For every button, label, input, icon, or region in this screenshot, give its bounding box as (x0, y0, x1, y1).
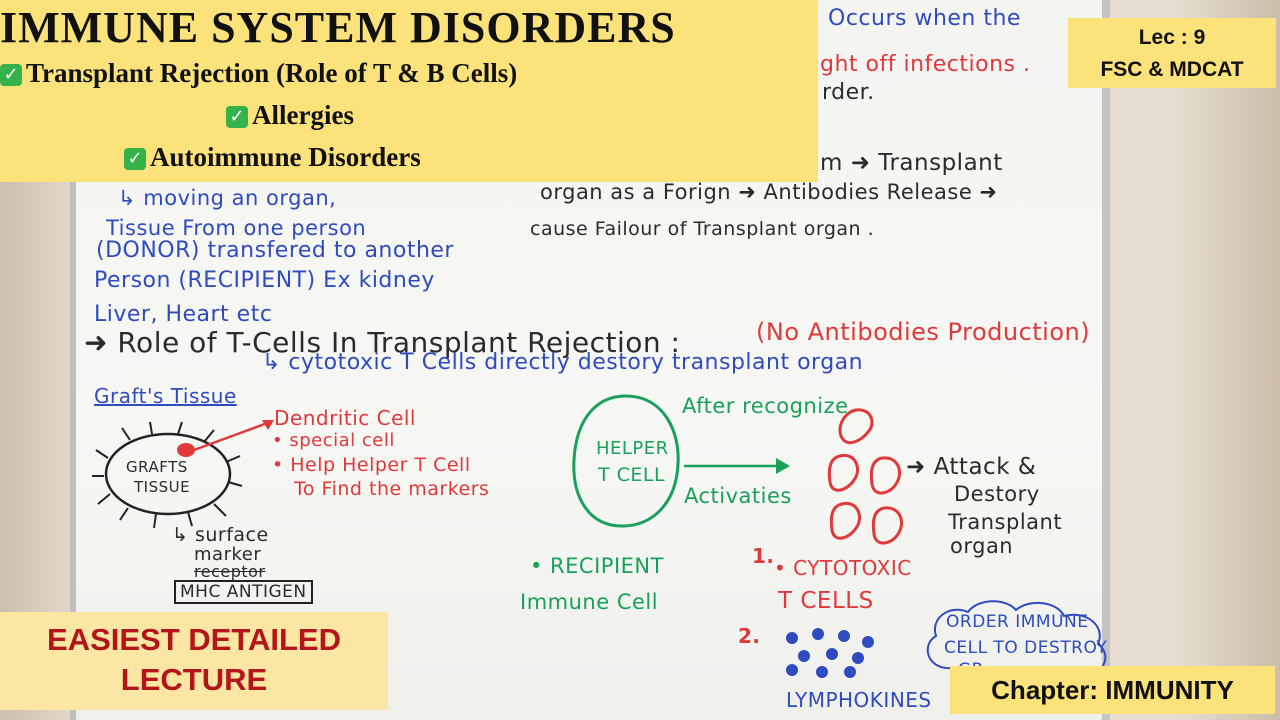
check-icon: ✓ (226, 106, 248, 128)
topic-autoimmune: ✓Autoimmune Disorders (124, 142, 421, 173)
text-after-recognize: After recognize (682, 394, 849, 418)
text-rejection-line3: cause Failour of Transplant organ . (530, 218, 875, 240)
text-cell-to-destroy: CELL TO DESTROY (944, 638, 1108, 658)
text-receptor: receptor (194, 562, 266, 581)
text-activaties: Activaties (684, 484, 792, 508)
chapter-badge: Chapter: IMMUNITY (950, 666, 1275, 714)
text-special-cell: • special cell (272, 430, 395, 451)
text-recipient: • RECIPIENT (530, 554, 664, 578)
text-organ: organ (950, 534, 1014, 558)
text-order: rder. (822, 80, 875, 105)
text-attack: ➜ Attack & (906, 454, 1037, 480)
text-t-cell: T CELL (598, 464, 666, 486)
text-mhc-antigen: MHC ANTIGEN (174, 580, 313, 604)
helper-t-cell-shape (572, 394, 680, 528)
text-number-2: 2. (738, 624, 761, 648)
text-grafts-cell1: GRAFTS (126, 458, 188, 476)
text-help-helper: • Help Helper T Cell (272, 454, 471, 476)
lecture-number: Lec : 9 (1138, 26, 1206, 49)
text-definition-line5: Liver, Heart etc (94, 302, 273, 327)
text-find-markers: To Find the markers (294, 478, 490, 500)
title-banner: IMMUNE SYSTEM DISORDERS ✓Transplant Reje… (0, 0, 818, 182)
lecture-badge: Lec : 9 FSC & MDCAT (1068, 18, 1276, 88)
check-icon: ✓ (0, 64, 22, 86)
text-lymphokines: LYMPHOKINES (786, 688, 932, 712)
easiest-lecture-badge: EASIEST DETAILED LECTURE (0, 612, 388, 710)
text-rejection-line2: organ as a Forign ➜ Antibodies Release ➜ (540, 180, 998, 204)
text-occurs-when: Occurs when the (828, 6, 1021, 31)
text-rejection-line1: m ➜ Transplant (820, 150, 1003, 176)
text-destory: Destory (954, 482, 1040, 506)
topic-label: Transplant Rejection (Role of T & B Cell… (26, 58, 518, 88)
text-transplant: Transplant (948, 510, 1063, 534)
easy-line2: LECTURE (120, 662, 268, 697)
cytotoxic-cells-cluster (827, 408, 903, 545)
text-helper: HELPER (596, 438, 669, 459)
topic-label: Autoimmune Disorders (150, 142, 421, 172)
text-definition-line3: (DONOR) transfered to another (96, 238, 454, 263)
graft-cell-diagram (92, 421, 243, 529)
text-t-cells: T CELLS (778, 588, 874, 614)
text-role-heading: ➜ Role of T-Cells In Transplant Rejectio… (84, 326, 681, 359)
text-order-immune: ORDER IMMUNE (946, 612, 1089, 632)
text-grafts-tissue-label: Graft's Tissue (94, 384, 237, 408)
text-definition-line4: Person (RECIPIENT) Ex kidney (94, 268, 435, 293)
topic-label: Allergies (252, 100, 354, 130)
text-definition-line2: Tissue From one person (106, 216, 367, 240)
course-label: FSC & MDCAT (1100, 58, 1244, 81)
text-surface: ↳ surface (172, 524, 269, 546)
dendritic-arrow (193, 420, 274, 452)
text-no-antibodies: (No Antibodies Production) (756, 318, 1091, 346)
text-fight-infections: ght off infections . (820, 52, 1031, 77)
text-cytotoxic-line: ↳ cytotoxic T Cells directly destory tra… (262, 350, 864, 375)
page-title: IMMUNE SYSTEM DISORDERS (0, 3, 676, 52)
text-cytotoxic: • CYTOTOXIC (774, 556, 912, 580)
text-number-1: 1. (752, 544, 775, 568)
text-definition-line1: ↳ moving an organ, (118, 186, 337, 210)
text-dendritic-cell: Dendritic Cell (274, 406, 416, 430)
text-immune-cell: Immune Cell (520, 590, 659, 614)
text-grafts-cell2: TISSUE (134, 478, 191, 496)
easy-line1: EASIEST DETAILED (47, 622, 341, 657)
check-icon: ✓ (124, 148, 146, 170)
order-cloud (926, 600, 1107, 678)
text-marker: marker (194, 544, 262, 565)
topic-transplant-rejection: ✓Transplant Rejection (Role of T & B Cel… (0, 58, 517, 89)
activation-arrow (684, 458, 790, 474)
lymphokines-dots (786, 628, 874, 678)
topic-allergies: ✓Allergies (226, 100, 354, 131)
